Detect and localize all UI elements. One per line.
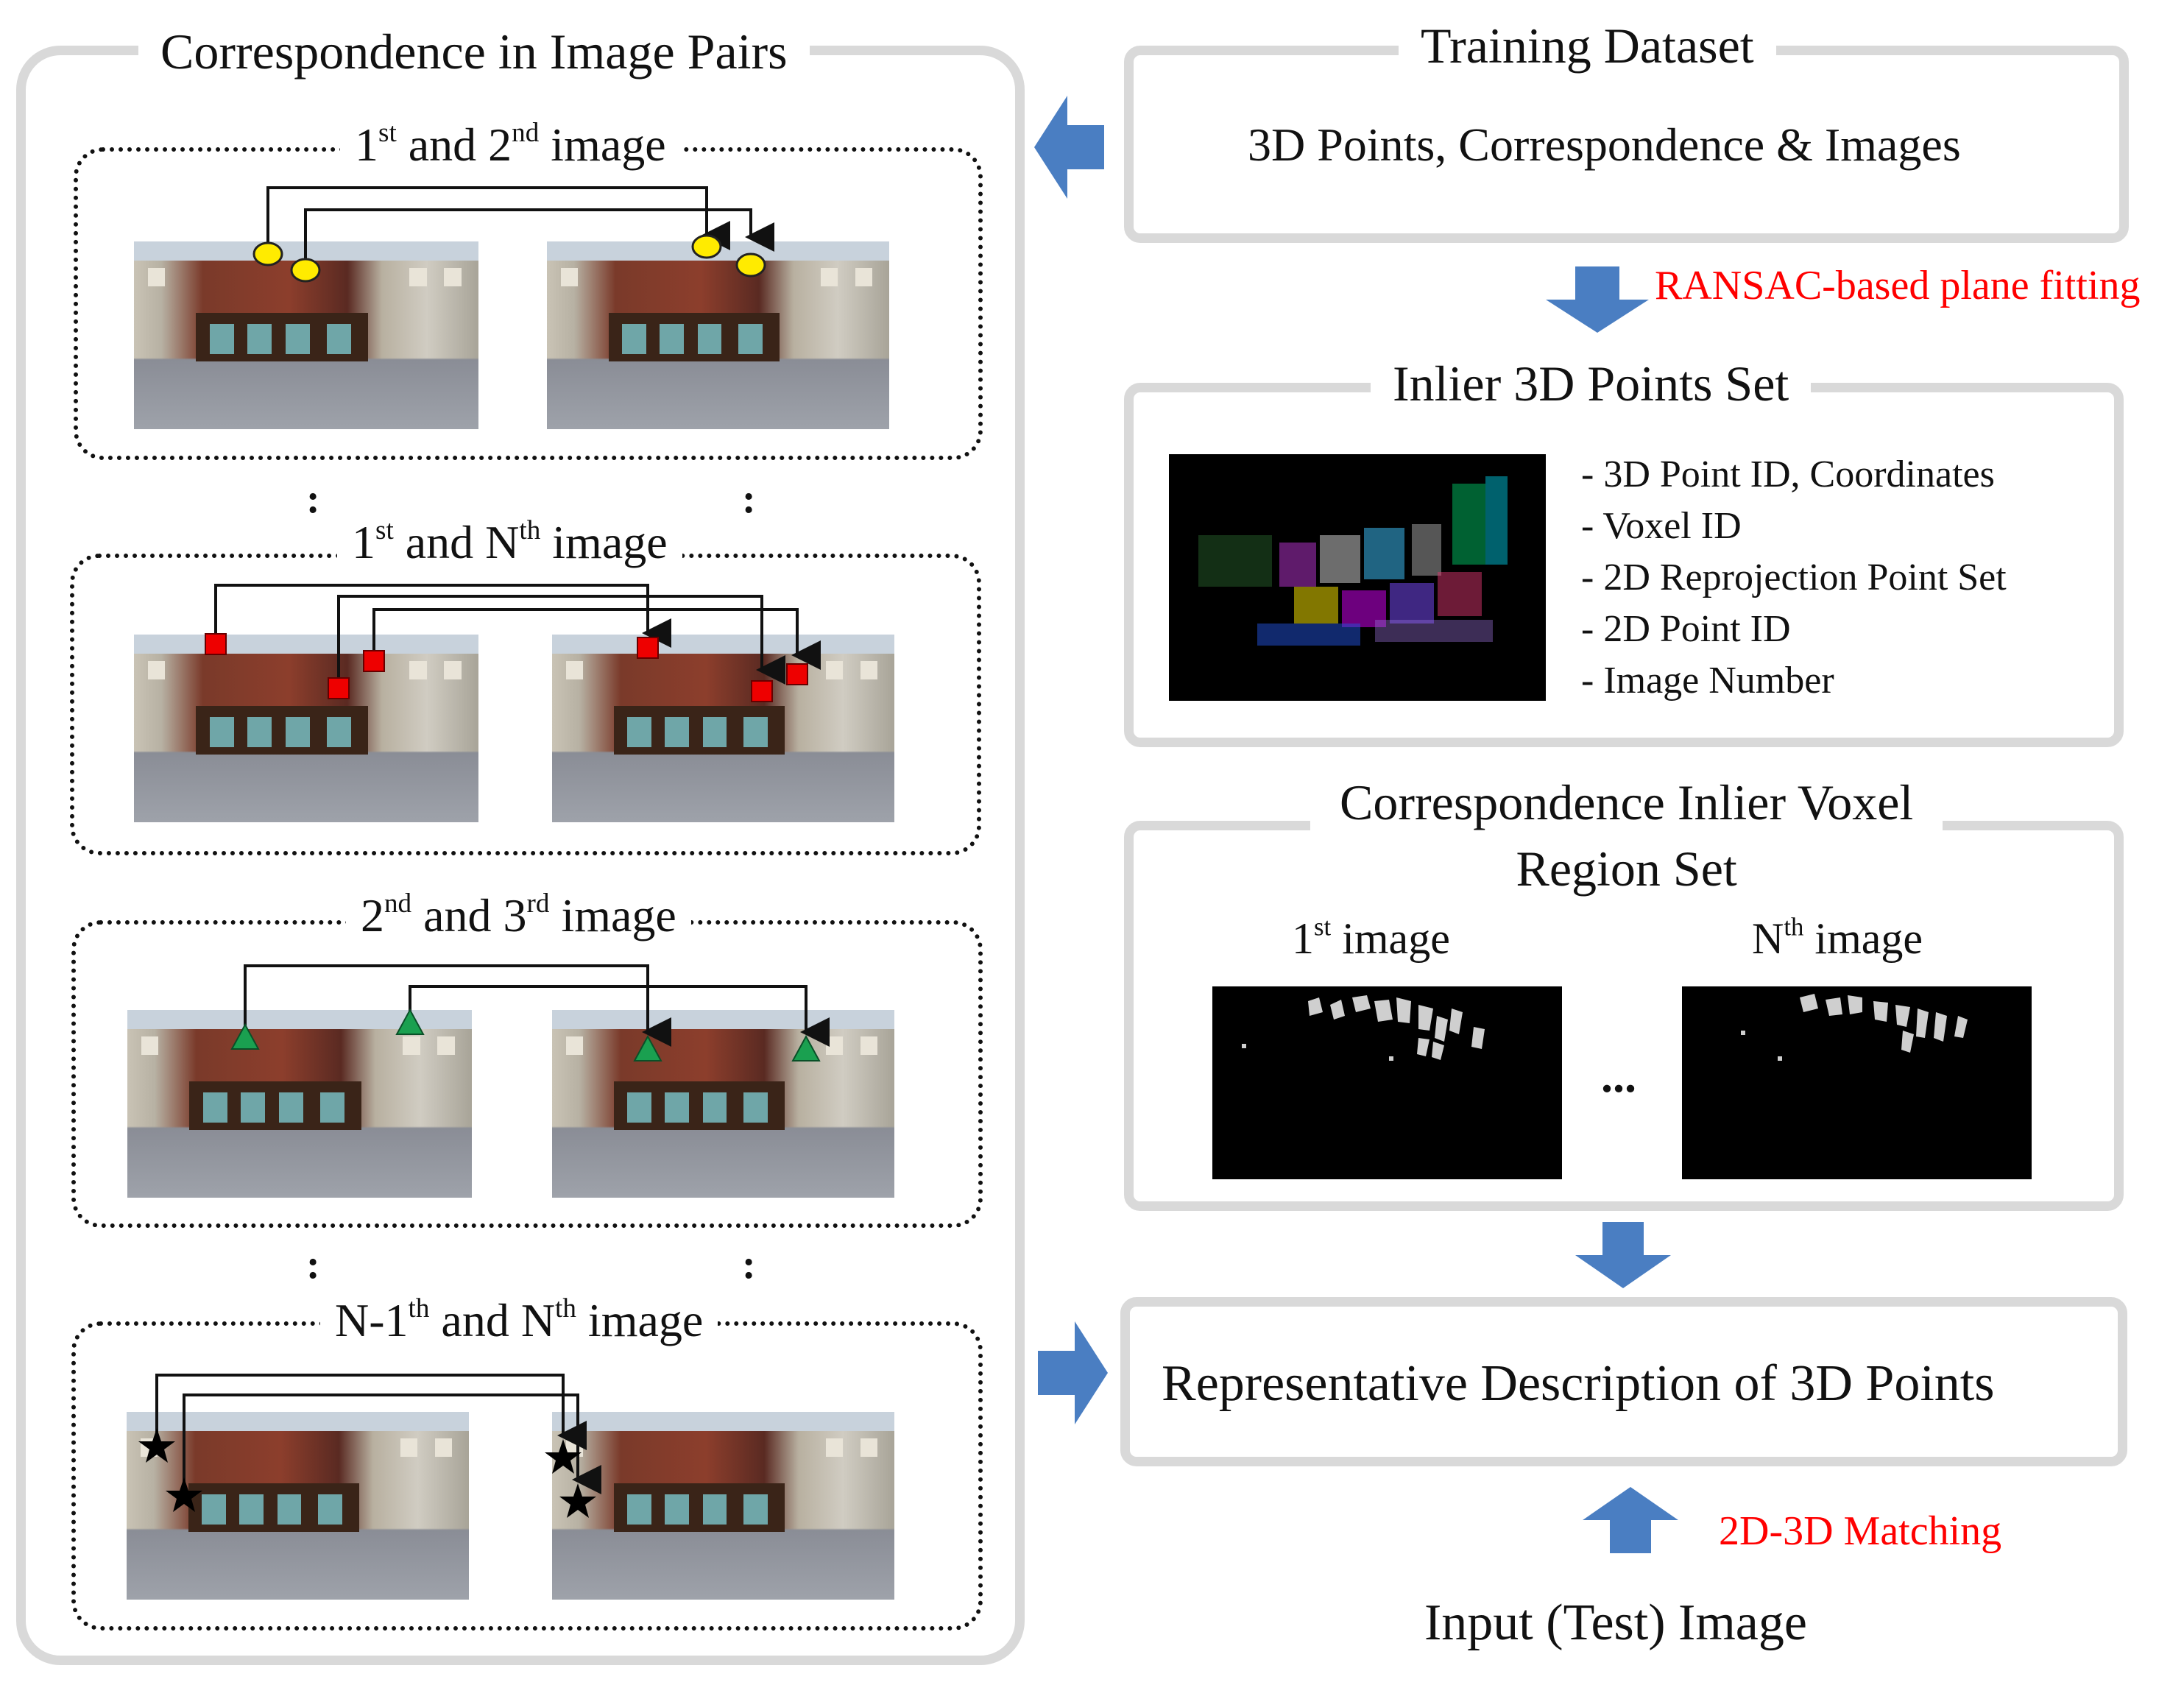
building-photo [552, 1010, 894, 1198]
inlier-bullet-item: - 2D Reprojection Point Set [1581, 557, 2007, 598]
connector-line [266, 186, 730, 250]
input-image-label: Input (Test) Image [1424, 1594, 1807, 1651]
connector-line [214, 584, 671, 648]
connector-line [155, 1374, 587, 1450]
up-arrow-icon [1583, 1487, 1678, 1553]
green-triangle-marker [395, 1008, 425, 1035]
green-triangle-marker [230, 1022, 260, 1050]
pair-title-1: 1st and 2nd image [340, 119, 681, 169]
correspondence-connectors [138, 186, 830, 1518]
connector-line [409, 985, 830, 1047]
building-photo [552, 1412, 894, 1600]
red-square-marker [637, 637, 659, 659]
yellow-ellipse-marker [290, 258, 321, 283]
connector-line [372, 608, 821, 670]
building-photo [127, 1010, 472, 1198]
ellipsis-colon: : [306, 1242, 320, 1287]
pair-title-3: 2nd and 3rd image [346, 890, 691, 939]
representative-box [1120, 1297, 2127, 1466]
building-photo [552, 635, 894, 822]
connector-line [244, 964, 671, 1047]
ransac-label: RANSAC-based plane fitting [1655, 263, 2141, 308]
training-dataset-title: Training Dataset [1399, 21, 1776, 71]
pair-title-2: 1st and Nth image [337, 517, 682, 566]
ellipsis-colon: : [306, 476, 320, 522]
ellipsis-colon: : [742, 1242, 756, 1287]
point-cloud-render [1198, 476, 1508, 646]
training-dataset-box [1124, 46, 2129, 243]
inlier-bullet-item: - 2D Point ID [1581, 608, 1791, 650]
green-triangle-marker [791, 1034, 821, 1061]
down-arrow-icon [1575, 1222, 1671, 1288]
black-star-marker [559, 1483, 596, 1518]
inlier-bullet-item: - Voxel ID [1581, 505, 1742, 547]
voxel-nth-image-label: Nth image [1752, 912, 1923, 963]
connector-line [183, 1393, 601, 1494]
connector-line [304, 208, 774, 266]
red-square-marker [363, 650, 385, 672]
ellipsis-colon: : [742, 476, 756, 522]
red-square-marker [786, 663, 808, 685]
inlier-bullet-item: - Image Number [1581, 660, 1834, 702]
matching-label: 2D-3D Matching [1719, 1508, 2002, 1554]
left-arrow-icon [1034, 96, 1104, 199]
voxel-region-title: Correspondence Inlier Voxel Region Set [1310, 769, 1943, 902]
voxel-mask-first [1212, 986, 1562, 1179]
inlier-set-title: Inlier 3D Points Set [1371, 358, 1812, 409]
building-photo [547, 241, 889, 429]
inlier-bullet-list: - 3D Point ID, Coordinates - Voxel ID - … [1581, 449, 2007, 707]
pair-title-4: N-1th and Nth image [320, 1295, 718, 1344]
training-dataset-body: 3D Points, Correspondence & Images [1248, 119, 1961, 171]
point-cloud-image [1169, 454, 1546, 701]
black-star-marker [138, 1428, 175, 1463]
red-square-marker [328, 677, 350, 699]
inlier-bullet-item: - 3D Point ID, Coordinates [1581, 453, 1995, 495]
yellow-ellipse-marker [691, 234, 722, 259]
green-triangle-marker [633, 1034, 662, 1061]
yellow-ellipse-marker [252, 241, 283, 266]
down-arrow-icon [1546, 266, 1649, 333]
voxel-mask-nth [1682, 986, 2032, 1179]
voxel-ellipsis: ... [1601, 1050, 1636, 1102]
representative-body: Representative Description of 3D Points [1162, 1355, 1995, 1412]
right-arrow-icon [1038, 1321, 1108, 1424]
voxel-first-image-label: 1st image [1292, 912, 1450, 963]
connector-line [337, 595, 785, 688]
correspondence-panel-title: Correspondence in Image Pairs [138, 27, 810, 77]
red-square-marker [205, 633, 227, 655]
yellow-ellipse-marker [735, 252, 766, 278]
black-star-marker [166, 1477, 202, 1512]
building-photo [134, 635, 478, 822]
black-star-marker [545, 1439, 582, 1474]
building-photo [127, 1412, 469, 1600]
red-square-marker [751, 680, 773, 702]
